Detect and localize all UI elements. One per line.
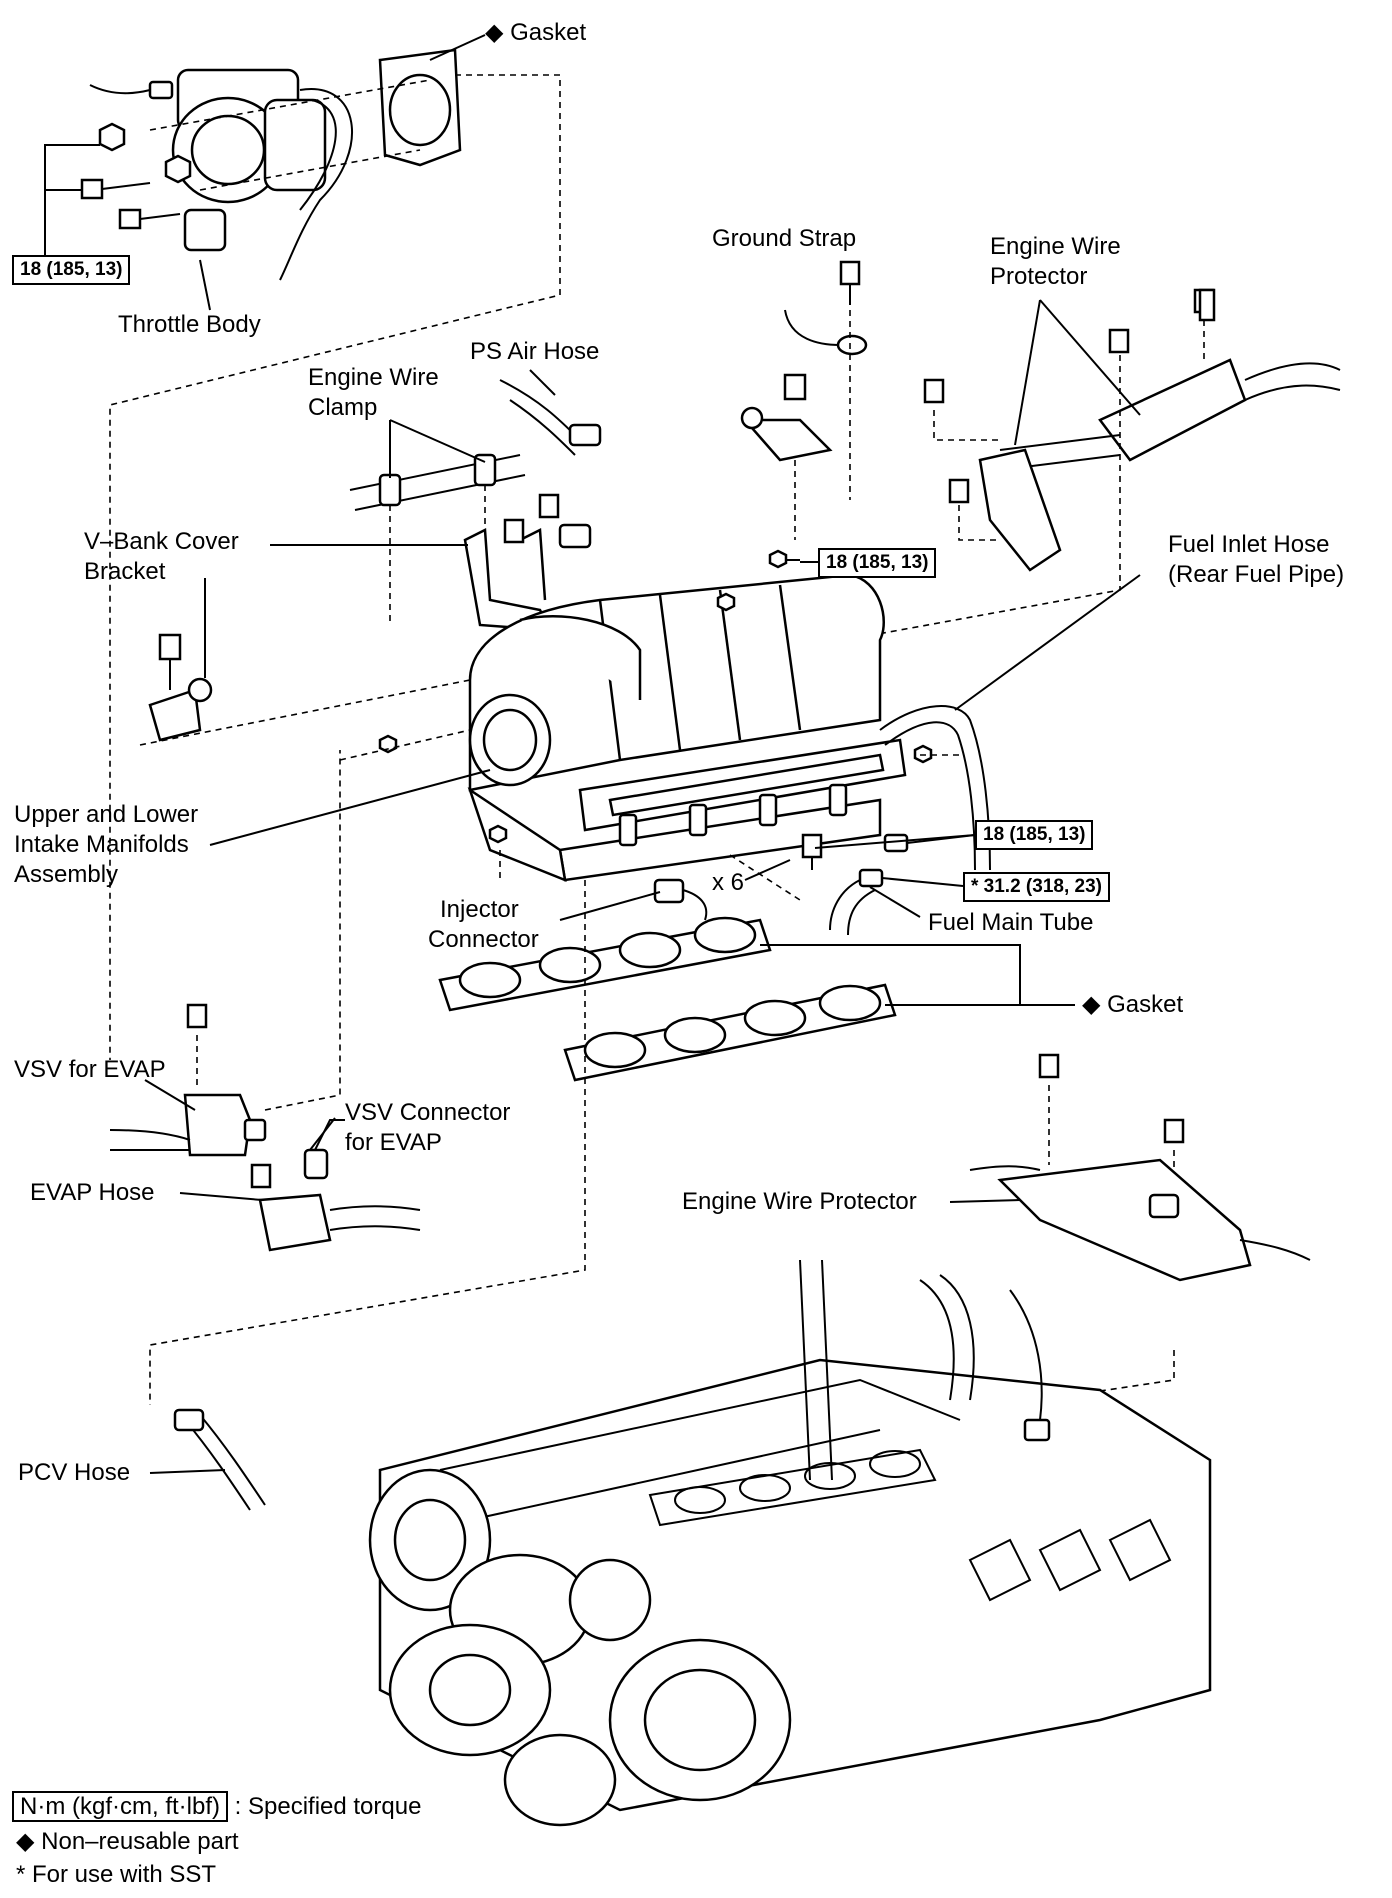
engine-wire-clamp-drawing: [349, 453, 526, 511]
fuel-main-tube-label: Fuel Main Tube: [928, 909, 1094, 936]
vsv-connector-label-2: for EVAP: [345, 1129, 442, 1156]
v-bank-bracket-drawing: [463, 493, 592, 632]
vsv-connector-drawing: [250, 1119, 345, 1189]
legend-sst: * For use with SST: [16, 1861, 217, 1888]
v-bank-bracket-label-2: Bracket: [84, 558, 166, 585]
throttle-dashed-path: [109, 74, 561, 1060]
throttle-body-label: Throttle Body: [118, 311, 261, 338]
vsv-evap-drawing: [109, 1003, 267, 1157]
vsv-evap-label: VSV for EVAP: [14, 1056, 166, 1083]
vsv-connector-label-1: VSV Connector: [345, 1099, 511, 1126]
throttle-torque-lead: [44, 144, 100, 255]
evap-hose-drawing: [258, 1193, 421, 1252]
intake-manifolds-label-2: Intake Manifolds: [14, 831, 189, 858]
ps-air-hose-label: PS Air Hose: [470, 338, 600, 365]
pcv-hose-label: PCV Hose: [18, 1459, 131, 1486]
torque-throttle-box: 18 (185, 13): [12, 255, 131, 285]
engine-wire-clamp-label-1: Engine Wire: [308, 364, 439, 391]
throttle-fasteners: [80, 122, 192, 230]
legend-non-reusable: ◆ Non–reusable part: [16, 1828, 239, 1855]
legend-torque: N·m (kgf·cm, ft·lbf) : Specified torque: [12, 1791, 422, 1822]
v-bank-left-bracket: [148, 633, 213, 742]
fuel-inlet-hose-label-2: (Rear Fuel Pipe): [1168, 561, 1345, 588]
engine-wire-protector-lower-label: Engine Wire Protector: [682, 1188, 917, 1215]
torque-center-box: 18 (185, 13): [818, 548, 937, 578]
x6-label: x 6: [712, 869, 745, 896]
engine-wire-protector-top-label-1: Engine Wire: [990, 233, 1121, 260]
v-bank-bracket-label-1: V–Bank Cover: [84, 528, 239, 555]
evap-hose-label: EVAP Hose: [30, 1179, 155, 1206]
torque-unit-box: N·m (kgf·cm, ft·lbf): [12, 1791, 228, 1822]
torque-fuel-main-box: * 31.2 (318, 23): [963, 872, 1110, 902]
pcv-hose-drawing: [173, 1408, 266, 1511]
gasket-top-label: ◆ Gasket: [485, 19, 587, 46]
ground-strap-drawing: [784, 260, 868, 500]
fuel-inlet-hose-label-1: Fuel Inlet Hose: [1168, 531, 1330, 558]
ground-bracket: [740, 373, 833, 540]
throttle-gasket-drawing: [378, 34, 486, 167]
injector-connector-label-2: Connector: [428, 926, 539, 953]
diamond-icon: ◆: [16, 1828, 35, 1855]
torque-injector-box: 18 (185, 13): [975, 820, 1094, 850]
engine-wire-clamp-label-2: Clamp: [308, 394, 378, 421]
diamond-icon: ◆: [485, 19, 504, 46]
manifold-gaskets-drawing: [438, 916, 897, 1082]
gasket-middle-lead: [760, 944, 1075, 1006]
engine-wire-protector-lower-drawing: [969, 1053, 1311, 1282]
diamond-icon: ◆: [1082, 991, 1101, 1018]
ground-strap-label: Ground Strap: [712, 225, 857, 252]
engine-wire-protector-top-label-2: Protector: [990, 263, 1088, 290]
injector-connector-label-1: Injector: [440, 896, 519, 923]
injector-connector-drawing: [653, 878, 708, 921]
ps-air-hose-drawing: [499, 379, 602, 456]
intake-manifolds-label-3: Assembly: [14, 861, 119, 888]
intake-manifolds-label-1: Upper and Lower: [14, 801, 199, 828]
torque-legend-text: : Specified torque: [234, 1793, 422, 1820]
engine-wire-protector-top-drawing: [923, 288, 1341, 572]
gasket-middle-label: ◆ Gasket: [1082, 991, 1184, 1018]
throttle-body-drawing: [89, 68, 353, 281]
engine-block-drawing: [368, 1259, 1212, 1827]
intake-manifold-drawing: [378, 549, 933, 882]
fuel-main-tube-drawing: [801, 833, 909, 936]
